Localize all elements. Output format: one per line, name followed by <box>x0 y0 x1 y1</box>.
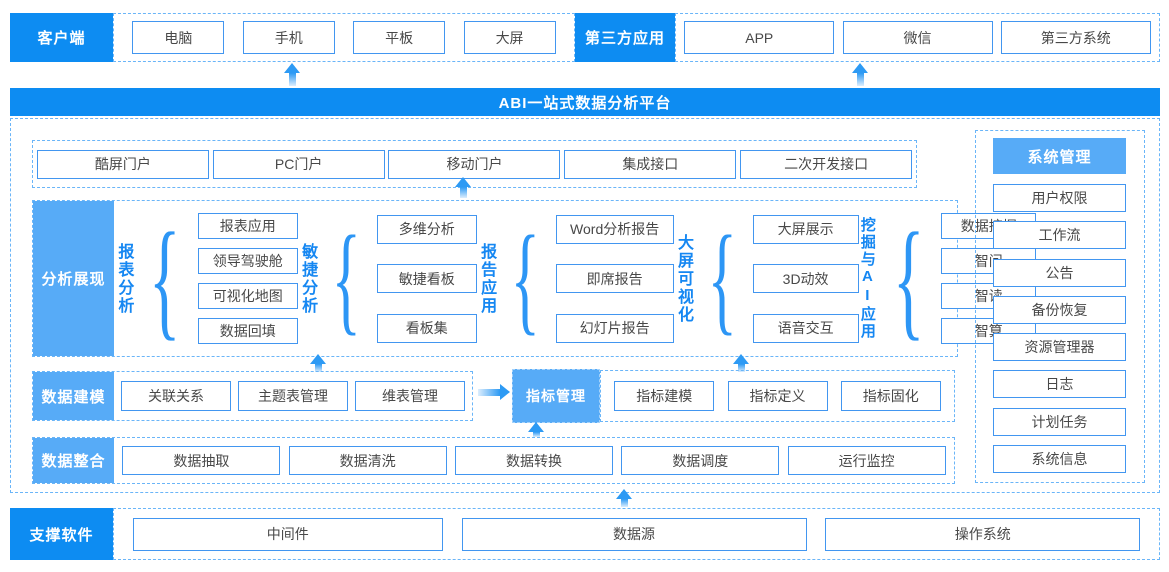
client-item-phone: 手机 <box>242 21 335 54</box>
analysis-item: 多维分析 <box>376 214 477 244</box>
system-item-task: 计划任务 <box>993 407 1126 436</box>
portal-item-mobile: 移动门户 <box>388 149 561 179</box>
analysis-item: 数据回填 <box>197 318 298 345</box>
third-party-item-system: 第三方系统 <box>1000 21 1151 54</box>
support-item-os: 操作系统 <box>825 517 1141 551</box>
group-label: 敏捷分析 <box>299 242 317 315</box>
up-arrow-icon <box>284 63 300 86</box>
indicator-item-solidify: 指标固化 <box>840 381 941 411</box>
modeling-section-container: 数据建模 关联关系 主题表管理 维表管理 <box>32 371 473 421</box>
integration-items: 数据抽取 数据清洗 数据转换 数据调度 运行监控 <box>114 438 954 483</box>
brace-icon: { <box>707 210 737 346</box>
support-item-middleware: 中间件 <box>132 517 443 551</box>
analysis-item: 敏捷看板 <box>376 264 477 293</box>
modeling-items: 关联关系 主题表管理 维表管理 <box>114 372 472 420</box>
analysis-section-container: 分析展现 报表分析 { 报表应用 领导驾驶舱 可视化地图 数据回填 敏捷分析 {… <box>32 200 1037 357</box>
client-section-label: 客户端 <box>10 13 113 62</box>
system-items: 用户权限 工作流 公告 备份恢复 资源管理器 日志 计划任务 系统信息 <box>993 184 1126 473</box>
third-party-item-app: APP <box>684 21 835 54</box>
client-item-tablet: 平板 <box>353 21 446 54</box>
integration-item-clean: 数据清洗 <box>288 446 447 475</box>
client-items-container: 电脑 手机 平板 大屏 <box>113 13 575 62</box>
support-section-label: 支撑软件 <box>10 508 113 560</box>
third-party-section-label: 第三方应用 <box>575 13 675 62</box>
brace-icon: { <box>149 204 181 352</box>
system-item-notice: 公告 <box>993 258 1126 287</box>
portal-item-integration-api: 集成接口 <box>564 149 737 179</box>
up-arrow-icon <box>310 354 326 372</box>
analysis-group-agile: 敏捷分析 { 多维分析 敏捷看板 看板集 <box>298 210 477 346</box>
analysis-section-label: 分析展现 <box>33 201 114 356</box>
system-section-container: 系统管理 用户权限 工作流 公告 备份恢复 资源管理器 日志 计划任务 系统信息 <box>975 130 1145 483</box>
portal-item-dev-api: 二次开发接口 <box>740 149 913 179</box>
third-party-item-wechat: 微信 <box>842 21 993 54</box>
up-arrow-icon <box>616 489 632 507</box>
integration-item-monitor: 运行监控 <box>787 446 946 475</box>
analysis-group-report-app: 报告应用 { Word分析报告 即席报告 幻灯片报告 <box>477 210 674 346</box>
brace-icon: { <box>892 204 925 352</box>
analysis-item: 大屏展示 <box>752 214 859 244</box>
group-label: 报表分析 <box>115 242 133 315</box>
modeling-item-subject: 主题表管理 <box>238 381 348 411</box>
analysis-item: 3D动效 <box>752 264 859 293</box>
analysis-item: 可视化地图 <box>197 283 298 310</box>
group-label: 大屏可视化 <box>675 233 693 324</box>
system-item-info: 系统信息 <box>993 444 1126 473</box>
client-item-pc: 电脑 <box>132 21 225 54</box>
support-item-datasource: 数据源 <box>461 517 807 551</box>
integration-item-transform: 数据转换 <box>454 446 613 475</box>
system-item-resource: 资源管理器 <box>993 333 1126 362</box>
right-arrow-icon <box>478 384 510 400</box>
indicator-item-modeling: 指标建模 <box>614 381 715 411</box>
system-section-label: 系统管理 <box>993 138 1126 174</box>
analysis-item: 即席报告 <box>555 264 674 293</box>
system-item-workflow: 工作流 <box>993 221 1126 250</box>
up-arrow-icon <box>528 422 544 437</box>
platform-banner-title: ABI一站式数据分析平台 <box>10 88 1160 116</box>
portal-item-pc: PC门户 <box>212 149 385 179</box>
integration-item-extract: 数据抽取 <box>122 446 281 475</box>
indicator-management-box: 指标管理 <box>512 369 600 423</box>
portal-row-container: 酷屏门户 PC门户 移动门户 集成接口 二次开发接口 <box>32 140 917 188</box>
modeling-item-relation: 关联关系 <box>121 381 231 411</box>
analysis-item: 领导驾驶舱 <box>197 247 298 274</box>
analysis-item: 报表应用 <box>197 212 298 239</box>
analysis-group-report: 报表分析 { 报表应用 领导驾驶舱 可视化地图 数据回填 <box>114 204 298 352</box>
indicator-items-container: 指标建模 指标定义 指标固化 <box>600 370 955 422</box>
brace-icon: { <box>510 210 541 346</box>
platform-main-frame <box>10 118 1160 493</box>
analysis-item: 看板集 <box>376 313 477 343</box>
modeling-item-dimension: 维表管理 <box>355 381 465 411</box>
system-item-permission: 用户权限 <box>993 184 1126 212</box>
analysis-groups: 报表分析 { 报表应用 领导驾驶舱 可视化地图 数据回填 敏捷分析 { 多维分析… <box>114 201 1037 356</box>
portal-item-coolscreen: 酷屏门户 <box>36 149 209 179</box>
modeling-section-label: 数据建模 <box>33 372 114 420</box>
system-item-backup: 备份恢复 <box>993 295 1126 324</box>
analysis-group-bigscreen: 大屏可视化 { 大屏展示 3D动效 语音交互 <box>674 210 859 346</box>
analysis-item: 幻灯片报告 <box>555 313 674 343</box>
analysis-item: Word分析报告 <box>555 214 674 244</box>
group-label: 报告应用 <box>478 242 496 315</box>
integration-item-schedule: 数据调度 <box>621 446 780 475</box>
client-item-bigscreen: 大屏 <box>463 21 556 54</box>
brace-icon: { <box>331 210 362 346</box>
third-party-items-container: APP 微信 第三方系统 <box>675 13 1160 62</box>
integration-section-label: 数据整合 <box>33 438 114 483</box>
up-arrow-icon <box>852 63 868 86</box>
system-item-log: 日志 <box>993 370 1126 399</box>
analysis-item: 语音交互 <box>752 313 859 343</box>
up-arrow-icon <box>733 354 749 372</box>
support-items-container: 中间件 数据源 操作系统 <box>113 508 1160 560</box>
group-label: 挖掘与AI应用 <box>858 217 876 340</box>
up-arrow-icon <box>455 177 471 198</box>
indicator-item-definition: 指标定义 <box>727 381 828 411</box>
integration-section-container: 数据整合 数据抽取 数据清洗 数据转换 数据调度 运行监控 <box>32 437 955 484</box>
